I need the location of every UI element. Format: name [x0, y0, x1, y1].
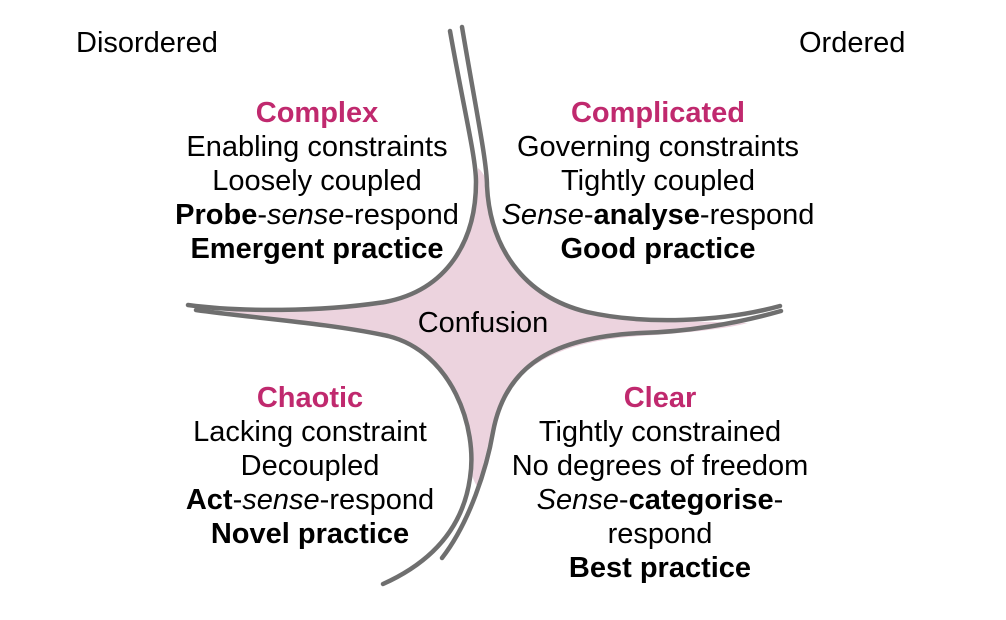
quadrant-line: Loosely coupled — [212, 165, 422, 197]
quadrant-line: Novel practice — [210, 518, 410, 550]
quadrant-line: Decoupled — [240, 450, 380, 482]
disordered-label: Disordered — [76, 27, 218, 59]
quadrant-line: Emergent practice — [190, 233, 444, 265]
quadrant-line: Sense-categorise-respond — [536, 484, 784, 550]
quadrant-line: Best practice — [568, 552, 752, 584]
boundary-curve-bottom-right — [439, 308, 784, 561]
boundary-curve-top-left — [185, 28, 479, 313]
quadrant-line: Act-sense-respond — [185, 484, 435, 516]
quadrant-title-clear: Clear — [623, 382, 697, 414]
quadrant-line: Probe-sense-respond — [175, 199, 459, 231]
boundary-curve-bottom-left — [193, 307, 474, 587]
quadrant-line: Sense-analyse-respond — [501, 199, 815, 231]
ordered-label: Ordered — [799, 27, 906, 59]
quadrant-line: Tightly constrained — [538, 416, 782, 448]
quadrant-line: Governing constraints — [516, 131, 800, 163]
quadrant-line: Good practice — [560, 233, 756, 265]
quadrant-line: Tightly coupled — [561, 165, 755, 197]
quadrant-line: No degrees of freedom — [511, 450, 809, 482]
quadrant-line: Enabling constraints — [186, 131, 448, 163]
quadrant-title-complicated: Complicated — [570, 97, 746, 129]
boundary-curve-top-right — [459, 24, 783, 323]
quadrant-line: Lacking constraint — [193, 416, 427, 448]
confusion-region-fill — [212, 168, 748, 487]
confusion-label: Confusion — [417, 307, 549, 339]
quadrant-title-complex: Complex — [255, 97, 379, 129]
quadrant-title-chaotic: Chaotic — [256, 382, 364, 414]
